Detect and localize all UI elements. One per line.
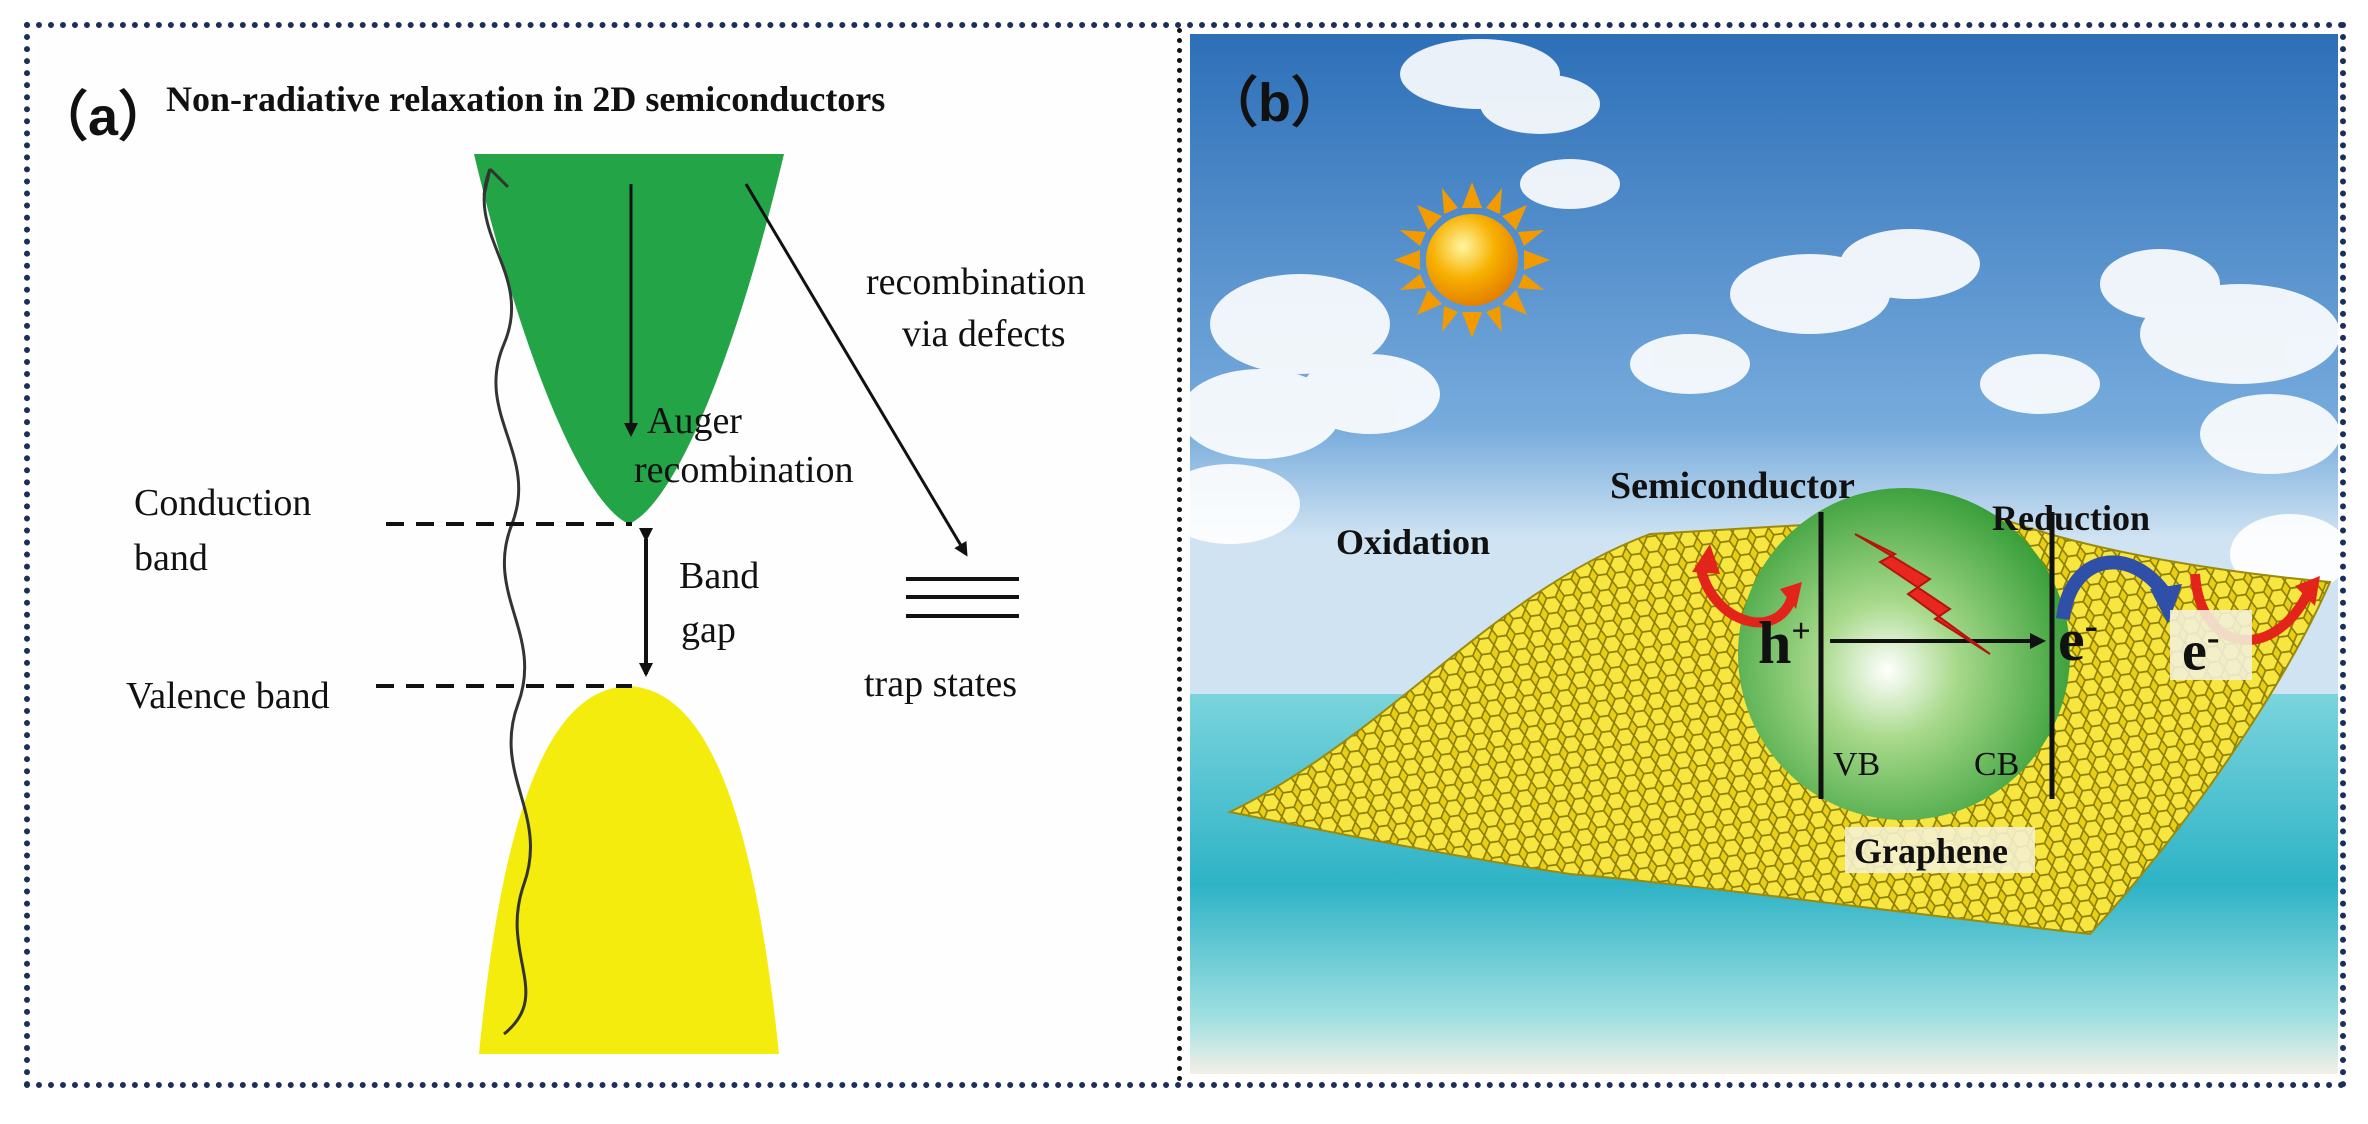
graphene-label: Graphene [1854,831,2009,871]
conduction-band-shape [474,154,784,524]
panel-a-label: （a） [34,87,173,147]
band-gap-label-1: Band [679,555,760,597]
transfer-arrow-icon [2056,555,2171,621]
semiconductor-label: Semiconductor [1610,465,1855,507]
auger-label-2: recombination [634,449,854,491]
clouds [1190,39,2338,594]
electron-label-box [2170,610,2252,680]
electron-label: e- [2058,603,2098,673]
band-diagram [376,154,1019,1054]
conduction-band-label-1: Conduction [134,482,312,524]
electron2-label: e- [2182,617,2220,683]
reduction-label: Reduction [1992,498,2151,538]
band-gap-label-2: gap [681,609,736,651]
panel-a: （a） Non-radiative relaxation in 2D semic… [34,34,1172,1080]
figure-frame [24,22,2346,1088]
sun-icon [1394,182,1550,338]
cb-label: CB [1974,746,2020,783]
hole-label: h+ [1758,610,1811,676]
defect-arrow [744,183,968,557]
vb-label: VB [1833,746,1881,783]
valence-band-shape [479,686,779,1054]
graphene-label-box [1845,827,2035,873]
defects-label-2: via defects [902,313,1066,355]
panel-a-title: Non-radiative relaxation in 2D semicondu… [166,79,886,119]
panel-b-label: （b） [1204,73,1345,133]
auger-label-1: Auger [647,400,742,442]
photon-wave-icon [482,168,532,1036]
lightning-icon [1854,533,1991,655]
defects-label-1: recombination [866,261,1086,303]
trap-states-label: trap states [864,663,1018,705]
panel-divider [1177,28,1182,1082]
oxidation-label: Oxidation [1336,522,1491,562]
panel-b: （b） Semiconductor Oxidation Reduction h+… [1190,34,2338,1074]
photocatalysis-illustration [1190,34,2338,1074]
conduction-band-label-2: band [134,537,208,579]
valence-band-label: Valence band [126,675,330,717]
oxidation-arrow-icon [1695,562,1798,628]
